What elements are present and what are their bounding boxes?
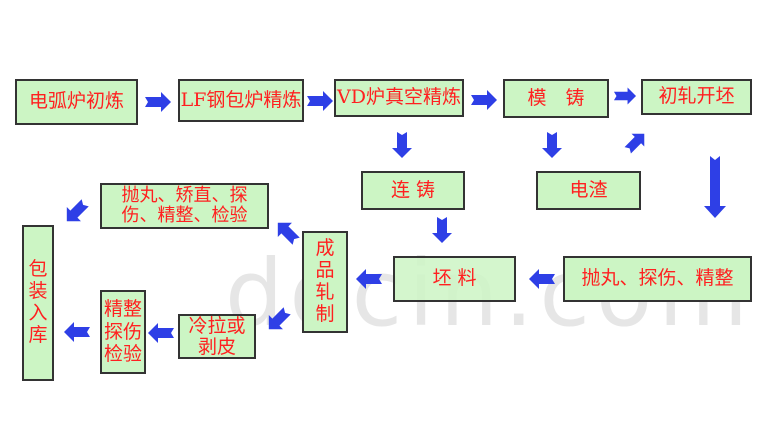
node-label: VD炉真空精炼: [337, 86, 461, 109]
arrow-left-icon: [356, 269, 382, 289]
node-blooming: 初轧开坯: [641, 79, 752, 115]
node-label: 连 铸: [390, 178, 436, 201]
node-label-line: 剥皮: [197, 335, 236, 358]
node-label: LF钢包炉精炼: [180, 88, 302, 111]
arrow-up-right-icon: [621, 127, 651, 157]
node-label: 电渣: [569, 178, 608, 201]
arrow-down-left-icon: [261, 303, 295, 337]
node-label-line: 冷拉或: [188, 314, 246, 337]
node-label-line: 精整: [103, 297, 142, 320]
node-char: 制: [315, 302, 335, 325]
node-char: 库: [28, 323, 48, 346]
node-lf: LF钢包炉精炼: [178, 79, 304, 122]
arrow-left-icon: [64, 322, 90, 342]
arrow-down-left-icon: [59, 195, 93, 229]
arrow-right-icon: [613, 87, 637, 105]
node-char: 品: [315, 259, 335, 282]
arrow-right-icon: [471, 90, 497, 110]
arrow-down-icon: [432, 217, 452, 243]
node-continuous-casting: 连 铸: [361, 171, 465, 210]
node-char: 装: [28, 280, 48, 303]
node-char: 成: [315, 237, 335, 260]
node-char: 轧: [315, 281, 335, 303]
node-label: 电弧炉初炼: [28, 90, 124, 113]
node-eaf: 电弧炉初炼: [15, 79, 138, 125]
node-char: 入: [28, 302, 48, 324]
node-inspection: 精整探伤检验: [100, 290, 146, 374]
node-label-line: 抛丸、矫直、探: [121, 185, 248, 207]
node-esr: 电渣: [536, 171, 641, 210]
node-packing: 包装入库: [22, 225, 54, 381]
node-shot-blast: 抛丸、探伤、精整: [563, 256, 752, 302]
node-label-line: 探伤: [103, 320, 142, 343]
node-label: 抛丸、探伤、精整: [581, 267, 734, 290]
arrow-up-left-icon: [270, 215, 304, 249]
node-label-line: 伤、精整、检验: [121, 205, 248, 226]
arrow-down-long-icon: [704, 156, 726, 218]
node-label: 初轧开坯: [658, 85, 735, 108]
node-finish-rolling: 成品轧制: [302, 231, 348, 333]
arrow-down-icon: [392, 132, 412, 158]
node-vd: VD炉真空精炼: [334, 79, 464, 117]
arrow-left-icon: [148, 323, 174, 343]
node-char: 包: [28, 258, 48, 281]
arrow-right-icon: [145, 92, 171, 112]
node-ingot-casting: 模 铸: [503, 79, 609, 118]
arrow-down-icon: [542, 132, 562, 158]
node-label-line: 检验: [103, 343, 142, 366]
node-billet: 坯 料: [393, 256, 516, 302]
node-label: 坯 料: [432, 267, 477, 290]
arrow-right-icon: [307, 91, 333, 111]
arrow-left-icon: [529, 269, 555, 289]
node-label: 模 铸: [527, 86, 585, 109]
node-finishing-a: 抛丸、矫直、探伤、精整、检验: [100, 183, 269, 229]
node-cold-draw: 冷拉或剥皮: [178, 314, 256, 359]
